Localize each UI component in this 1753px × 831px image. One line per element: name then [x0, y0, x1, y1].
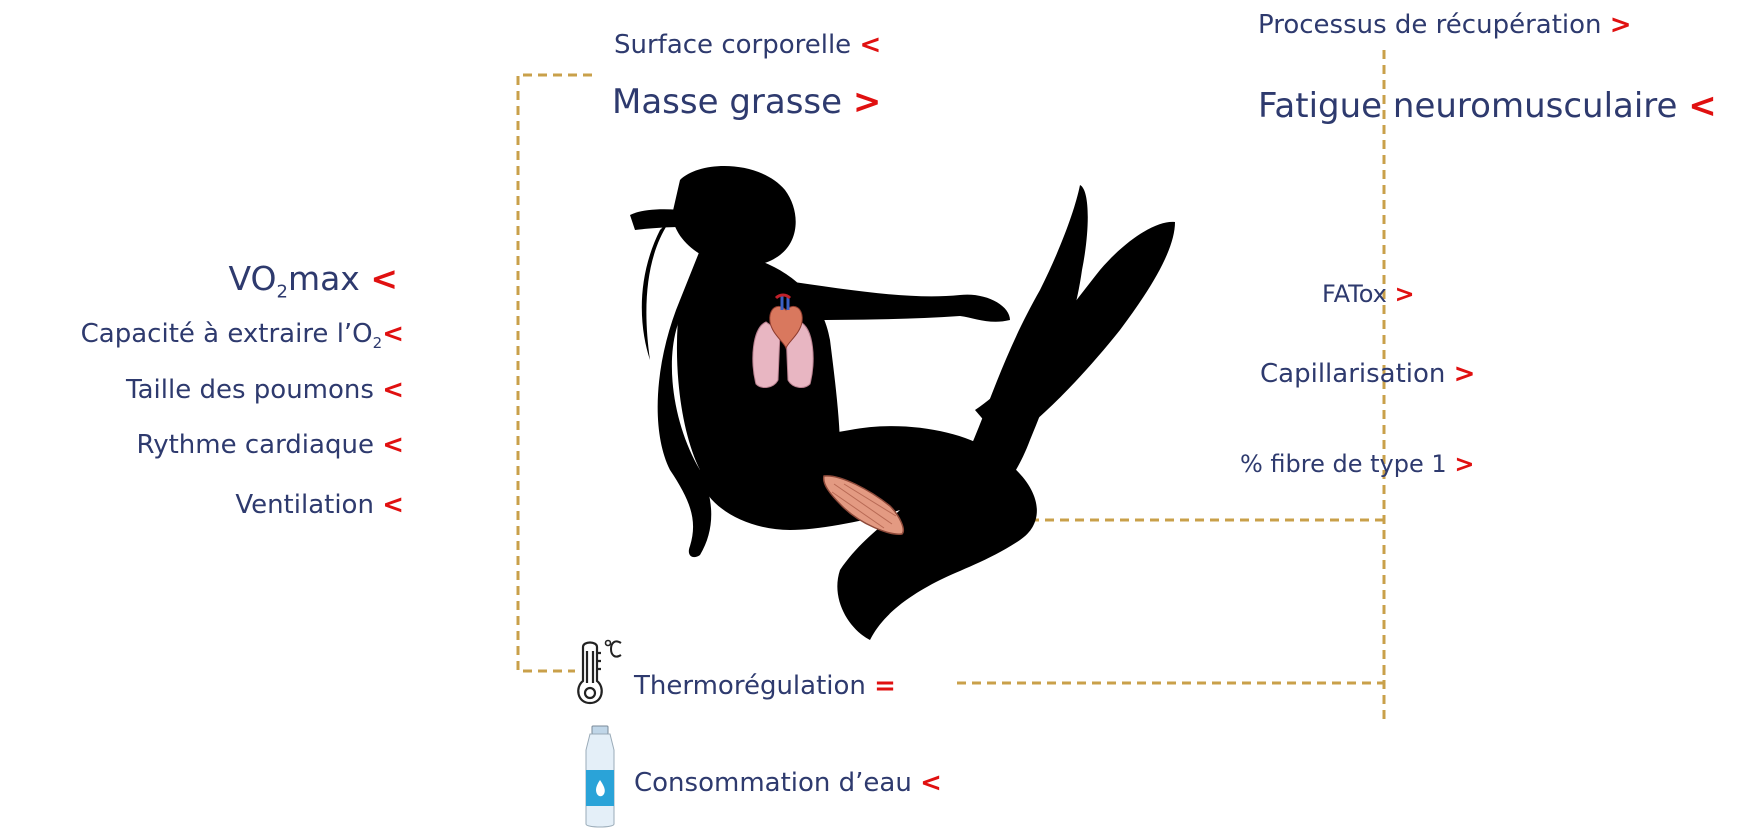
- capillarisation-label: Capillarisation >: [1260, 361, 1475, 387]
- muscle-icon: [820, 470, 910, 540]
- fat-mass-label: Masse grasse >: [612, 85, 881, 119]
- type1-fibre-label: % fibre de type 1 >: [1240, 452, 1474, 476]
- neuromuscular-fatigue-symbol: <: [1688, 86, 1717, 126]
- o2-extraction-label: Capacité à extraire l’O2<: [81, 321, 404, 351]
- heart-rate-label: Rythme cardiaque <: [137, 432, 404, 458]
- body-surface-label: Surface corporelle <: [614, 32, 881, 58]
- lung-size-symbol: <: [382, 375, 404, 405]
- water-consumption-symbol: <: [920, 768, 942, 798]
- recovery-symbol: >: [1610, 10, 1632, 40]
- vo2max-symbol: <: [370, 259, 398, 298]
- capillarisation-symbol: >: [1454, 359, 1476, 389]
- heart-rate-symbol: <: [382, 430, 404, 460]
- vo2max-label: VO2max <: [229, 262, 399, 302]
- body-surface-symbol: <: [859, 30, 881, 60]
- fat-mass-symbol: >: [853, 82, 882, 122]
- heart-lungs-icon: [748, 292, 818, 402]
- recovery-label: Processus de récupération >: [1258, 12, 1632, 38]
- thermometer-icon: [575, 637, 625, 707]
- ventilation-label: Ventilation <: [235, 492, 404, 518]
- lung-size-label: Taille des poumons <: [126, 377, 404, 403]
- type1-fibre-symbol: >: [1454, 450, 1474, 478]
- neuromuscular-fatigue-label: Fatigue neuromusculaire <: [1258, 89, 1717, 123]
- fatox-symbol: >: [1395, 280, 1415, 308]
- water-consumption-label: Consommation d’eau <: [634, 770, 942, 796]
- ventilation-symbol: <: [382, 490, 404, 520]
- fatox-label: FATox >: [1322, 282, 1415, 306]
- thermoregulation-label: Thermorégulation =: [634, 673, 896, 699]
- thermoregulation-symbol: =: [874, 671, 896, 701]
- water-bottle-icon: [580, 724, 620, 829]
- o2-extraction-symbol: <: [382, 319, 404, 349]
